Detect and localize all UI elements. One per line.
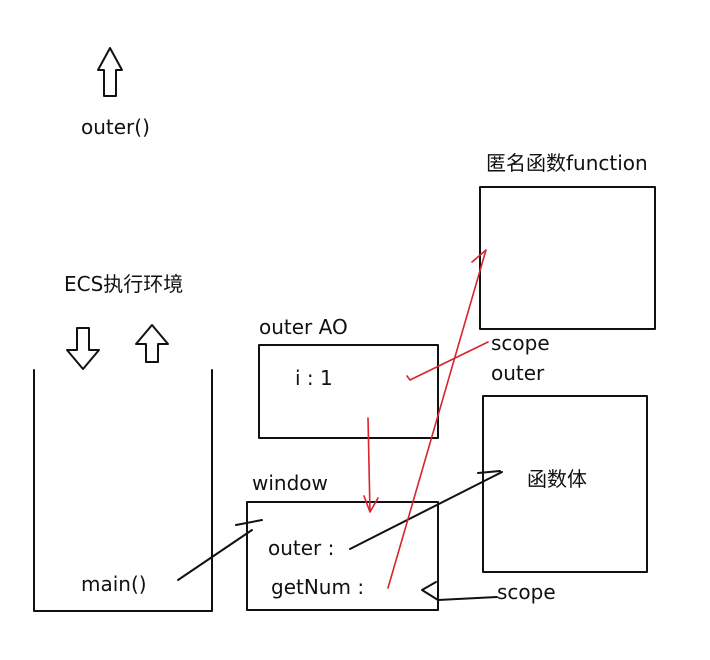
execution-stack bbox=[33, 369, 213, 612]
anon-function-box bbox=[479, 186, 656, 330]
main-to-window-line bbox=[177, 519, 263, 581]
outer-to-function-line bbox=[349, 470, 503, 550]
scope-pointer-line bbox=[406, 341, 489, 381]
anon-function-title: 匿名函数function bbox=[486, 151, 648, 175]
outer-function-title: outer bbox=[491, 361, 545, 385]
outer-scope-label: scope bbox=[497, 580, 556, 604]
ecs-title: ECS执行环境 bbox=[64, 272, 184, 296]
outer-ao-box bbox=[258, 344, 439, 439]
window-getnum-entry: getNum : bbox=[271, 575, 365, 599]
scope-to-window-line bbox=[421, 581, 498, 601]
getnum-pointer-line bbox=[387, 249, 487, 589]
outer-ao-variable: i : 1 bbox=[295, 366, 333, 390]
outer-function-box bbox=[482, 395, 648, 573]
main-frame-label: main() bbox=[81, 572, 147, 596]
up-arrow-icon bbox=[97, 47, 123, 97]
down-arrow-icon bbox=[66, 327, 100, 370]
anon-scope-label: scope bbox=[491, 331, 550, 355]
window-outer-entry: outer : bbox=[268, 536, 335, 560]
outer-ao-title: outer AO bbox=[259, 315, 348, 339]
stack-result-label: outer() bbox=[81, 115, 150, 139]
window-title: window bbox=[252, 471, 328, 495]
window-box bbox=[246, 501, 439, 611]
up-arrow-icon-stack bbox=[135, 324, 169, 363]
function-body-label: 函数体 bbox=[527, 467, 587, 491]
ao-to-window-line bbox=[363, 417, 379, 513]
